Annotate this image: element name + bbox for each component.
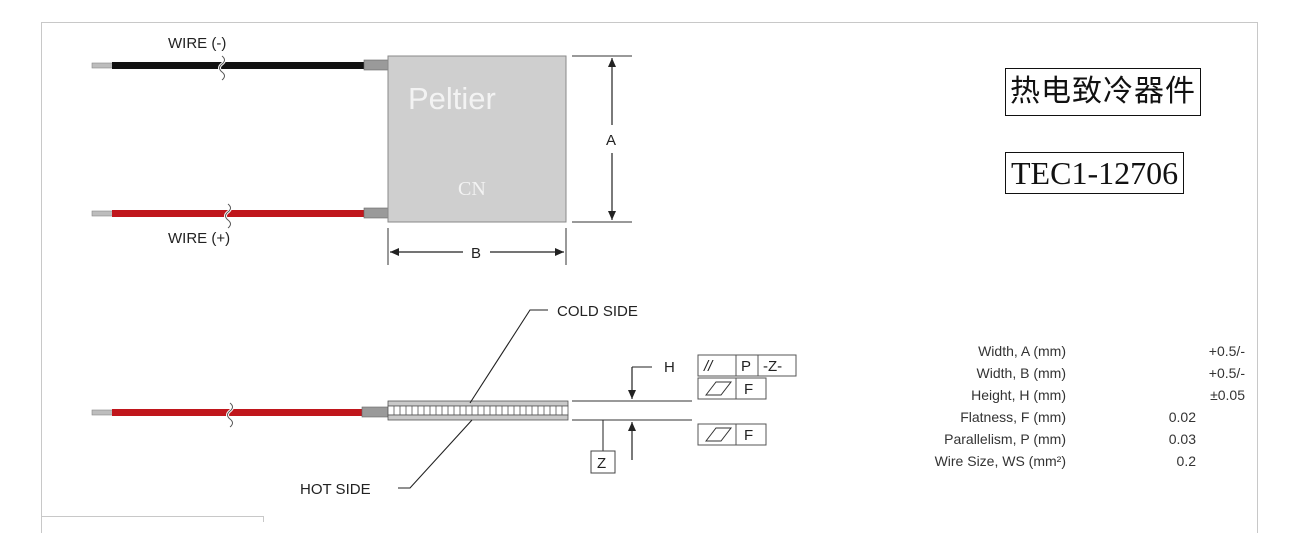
spec-value: 0.2 <box>1176 453 1196 469</box>
wire-neg-label: WIRE (-) <box>168 35 226 52</box>
tolerance-frame-parallelism <box>697 354 797 377</box>
hot-side-leader <box>398 419 473 489</box>
tolerance-f-top-label: F <box>744 381 753 398</box>
tolerance-frame-flatness-top <box>697 377 767 400</box>
wire-negative <box>91 54 389 82</box>
datum-z-label: Z <box>597 455 606 472</box>
parallelism-symbol: // <box>703 358 714 375</box>
spec-label: Width, B (mm) <box>976 365 1066 381</box>
flatness-icon <box>704 381 733 396</box>
cold-side-label: COLD SIDE <box>557 303 638 320</box>
frame-bottom-tick <box>263 516 264 522</box>
wire-pos-label: WIRE (+) <box>168 230 230 247</box>
peltier-module <box>387 55 567 223</box>
dimension-a-label: A <box>606 132 616 149</box>
drawing-frame <box>41 22 1258 533</box>
side-wire <box>91 401 389 429</box>
flatness-icon <box>704 427 733 442</box>
spec-label: Parallelism, P (mm) <box>944 431 1066 447</box>
tolerance-frame-flatness-bottom <box>697 423 767 446</box>
datum-z <box>590 420 616 474</box>
tolerance-z-label: -Z- <box>763 358 782 375</box>
spec-value: +0.5/- <box>1208 343 1245 359</box>
spec-value: 0.02 <box>1168 409 1196 425</box>
cold-side-leader <box>469 309 548 404</box>
spec-label: Height, H (mm) <box>971 387 1066 403</box>
frame-bottom-rule <box>41 516 263 517</box>
dimension-a <box>572 55 632 223</box>
module-brand-text: Peltier <box>408 81 496 116</box>
dimension-b <box>387 228 567 265</box>
spec-label: Flatness, F (mm) <box>960 409 1066 425</box>
dimension-b-label: B <box>471 245 481 262</box>
spec-value: ±0.05 <box>1210 387 1245 403</box>
chinese-title-box: 热电致冷器件 <box>1005 68 1201 116</box>
wire-positive <box>91 202 389 230</box>
module-cross-section <box>387 400 569 421</box>
spec-label: Width, A (mm) <box>978 343 1066 359</box>
dimension-h <box>572 366 692 460</box>
tolerance-p-label: P <box>741 358 751 375</box>
module-origin-text: CN <box>458 178 486 200</box>
spec-value: 0.03 <box>1168 431 1196 447</box>
peltier-diagram: WIRE (-) WIRE (+) Peltier CN A B <box>91 35 797 498</box>
spec-value: +0.5/- <box>1208 365 1245 381</box>
model-number-box: TEC1-12706 <box>1005 152 1185 194</box>
tolerance-f-bottom-label: F <box>744 427 753 444</box>
spec-label: Wire Size, WS (mm²) <box>934 453 1066 469</box>
hot-side-label: HOT SIDE <box>300 481 371 498</box>
dimension-h-label: H <box>664 359 675 376</box>
